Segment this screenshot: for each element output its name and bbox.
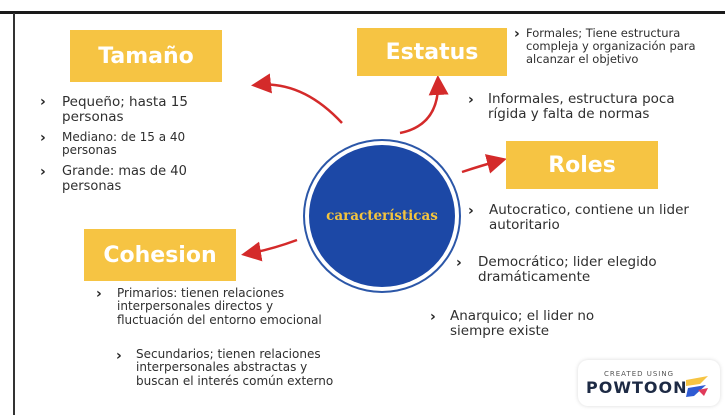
bullet-icon: › — [468, 203, 474, 219]
bullet-icon: › — [96, 286, 102, 302]
powtoon-badge: CREATED USING POWTOON — [578, 360, 720, 406]
estatus-title: Estatus — [385, 39, 479, 65]
bullet-icon: › — [40, 94, 46, 110]
arrow-to-cohesion — [241, 238, 298, 262]
bullet-icon: › — [514, 26, 520, 42]
roles-title: Roles — [548, 152, 616, 178]
tamano-title-box: Tamaño — [70, 30, 222, 82]
center-circle-fill: características — [309, 145, 455, 287]
powtoon-logo-icon — [686, 376, 708, 397]
tamano-item-3: Grande: mas de 40 personas — [62, 164, 187, 194]
top-border-line — [0, 11, 725, 14]
roles-item-1: Autocratico, contiene un lider autoritar… — [489, 202, 689, 234]
bullet-icon: › — [40, 164, 46, 180]
estatus-item-1: Formales; Tiene estructura compleja y or… — [526, 26, 696, 66]
bullet-icon: › — [40, 130, 46, 146]
roles-item-2: Democrático; lider elegido dramáticament… — [478, 254, 657, 286]
arrow-to-roles — [461, 154, 507, 174]
tamano-title: Tamaño — [98, 43, 194, 69]
center-label: características — [326, 208, 438, 224]
roles-title-box: Roles — [506, 141, 658, 189]
cohesion-title-box: Cohesion — [84, 229, 236, 281]
bullet-icon: › — [468, 92, 474, 108]
arrow-to-tamano — [251, 73, 343, 124]
cohesion-item-2: Secundarios; tienen relaciones interpers… — [136, 347, 334, 388]
bullet-icon: › — [430, 309, 436, 325]
tamano-item-1: Pequeño; hasta 15 personas — [62, 94, 188, 126]
estatus-title-box: Estatus — [357, 28, 507, 76]
badge-brand: POWTOON — [586, 378, 688, 397]
center-circle: características — [303, 139, 461, 293]
left-border-line — [13, 13, 15, 415]
estatus-item-2: Informales, estructura poca rígida y fal… — [488, 91, 675, 123]
roles-item-3: Anarquico; el lider no siempre existe — [450, 308, 595, 340]
cohesion-title: Cohesion — [103, 242, 217, 268]
badge-created-using: CREATED USING — [604, 370, 675, 378]
arrow-to-estatus — [399, 75, 449, 135]
bullet-icon: › — [456, 255, 462, 271]
bullet-icon: › — [116, 348, 122, 364]
tamano-item-2: Mediano: de 15 a 40 personas — [62, 130, 186, 158]
cohesion-item-1: Primarios: tienen relaciones interperson… — [117, 286, 322, 327]
